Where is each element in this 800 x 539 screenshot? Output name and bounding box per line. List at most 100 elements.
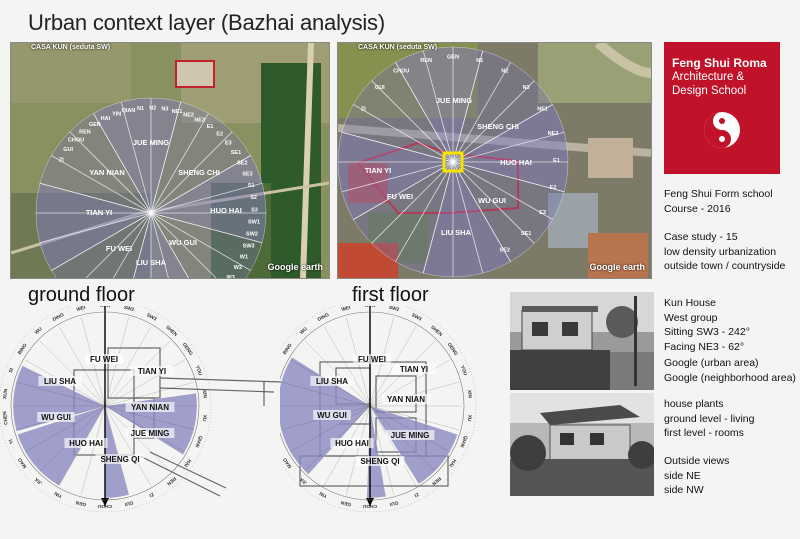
- compass-ring-label: GUI: [388, 499, 398, 507]
- map-direction-label: ZI: [59, 157, 64, 163]
- info-views: Outside views side NE side NW: [664, 455, 730, 496]
- compass-ray: [85, 212, 152, 278]
- compass-ring-label: DING: [317, 312, 331, 323]
- compass-line: [104, 381, 194, 407]
- sector-label: SHENG QI: [360, 457, 399, 466]
- map-direction-label: N3: [523, 85, 530, 91]
- sector-label-bg: [130, 366, 174, 376]
- map-sector: [422, 161, 511, 278]
- house-marker: [442, 151, 464, 173]
- yin-yang-icon: [704, 112, 740, 148]
- compass-ray: [150, 212, 217, 278]
- sector-label-bg: [310, 376, 354, 386]
- compass-line: [369, 405, 417, 486]
- map-direction-label: YIN: [112, 111, 121, 117]
- map-sector-label: SHENG CHI: [477, 122, 519, 131]
- map-direction-label: NE2: [548, 131, 559, 137]
- bazhai-sector: [17, 405, 106, 487]
- map-direction-label: REN: [79, 129, 91, 135]
- map-sector-label: YAN NIAN: [89, 168, 125, 177]
- compass-ring-label: ZI: [413, 491, 420, 499]
- compass-ray: [51, 155, 152, 214]
- compass-ring-label: WEI: [341, 306, 352, 313]
- compass-ray: [133, 212, 152, 278]
- info-plants: house plants ground level - living first…: [664, 398, 755, 439]
- compass-ray: [452, 161, 553, 220]
- sector-label: WU GUI: [41, 413, 71, 422]
- logo-line-2: Architecture &: [672, 71, 745, 83]
- compass-ray: [150, 113, 209, 214]
- compass-ring-label: JIA: [299, 476, 309, 486]
- map-direction-label: SW2: [246, 232, 258, 238]
- bazhai-sector: [366, 405, 387, 499]
- sector-label: FU WEI: [90, 355, 118, 364]
- map-right-sectors: [338, 46, 569, 278]
- compass-ring-label: ZI: [148, 491, 155, 499]
- sector-label: TIAN YI: [400, 365, 428, 374]
- map-direction-label: GEN: [89, 122, 101, 128]
- compass-ray: [120, 101, 152, 214]
- map-sector-label: FU WEI: [106, 244, 132, 253]
- sector-label-bg: [95, 454, 145, 464]
- compass-ring-label: YI: [8, 438, 15, 445]
- map-sector-label: LIU SHA: [441, 228, 472, 237]
- compass-ring-label: SW3: [410, 312, 422, 322]
- info-google: Google (urban area) Google (neighborhood…: [664, 357, 796, 384]
- compass-ring-label: CHEN: [2, 410, 10, 425]
- sector-label: FU WEI: [358, 355, 386, 364]
- compass-line: [16, 381, 106, 407]
- compass-ray: [452, 80, 535, 163]
- compass-ring-label: JIA: [34, 476, 44, 486]
- compass-ring-label: DING: [52, 312, 66, 323]
- compass-ring: [10, 311, 200, 501]
- sector-label: TIAN YI: [138, 367, 166, 376]
- map-sector: [39, 113, 152, 214]
- compass-ring-label: GENG: [446, 342, 459, 357]
- compass-ray: [353, 161, 454, 220]
- map-left-credit: Google earth: [267, 262, 323, 272]
- compass-ray: [422, 161, 454, 274]
- compass-ring-label: QIAN: [458, 435, 468, 449]
- map-direction-label: N2: [501, 68, 508, 74]
- compass-ray: [150, 155, 251, 214]
- compass-ray: [150, 212, 263, 244]
- photo-side-nw: [510, 393, 654, 496]
- compass-ring-label: YIN: [53, 490, 63, 499]
- photo-side-ne: [510, 292, 654, 390]
- map-direction-label: E3: [539, 210, 546, 216]
- map-direction-label: SE2: [500, 248, 510, 254]
- compass-line: [104, 326, 152, 407]
- map-direction-label: SE3: [242, 171, 252, 177]
- sector-label: LIU SHA: [316, 377, 348, 386]
- compass-ray: [150, 101, 182, 214]
- compass-ring-outer: [0, 299, 212, 513]
- compass-ray: [93, 113, 152, 214]
- compass-line: [281, 381, 371, 407]
- map-sector: [353, 161, 454, 274]
- map-direction-label: NE1: [537, 106, 548, 112]
- map-direction-label: N2: [149, 106, 156, 112]
- map-sector: [452, 104, 569, 193]
- map-sector-label: HUO HAI: [500, 158, 532, 167]
- map-direction-label: W1: [240, 255, 248, 261]
- map-sector-label: LIU SHA: [136, 258, 167, 267]
- map-direction-label: HAI: [101, 116, 111, 122]
- sector-label-bg: [330, 438, 374, 448]
- compass-ring-label: WU: [34, 326, 44, 336]
- map-direction-label: SE1: [521, 231, 531, 237]
- compass-ring-label: MAO: [282, 456, 293, 469]
- compass-ring-label: GENG: [181, 342, 194, 357]
- compass-ray: [150, 212, 189, 278]
- first-floor-title: first floor: [352, 284, 429, 306]
- map-sector: [51, 212, 152, 278]
- compass-ring-label: KUN: [365, 306, 376, 309]
- sector-label-bg: [355, 456, 405, 466]
- compass-ray: [452, 161, 565, 193]
- compass-line: [25, 405, 106, 453]
